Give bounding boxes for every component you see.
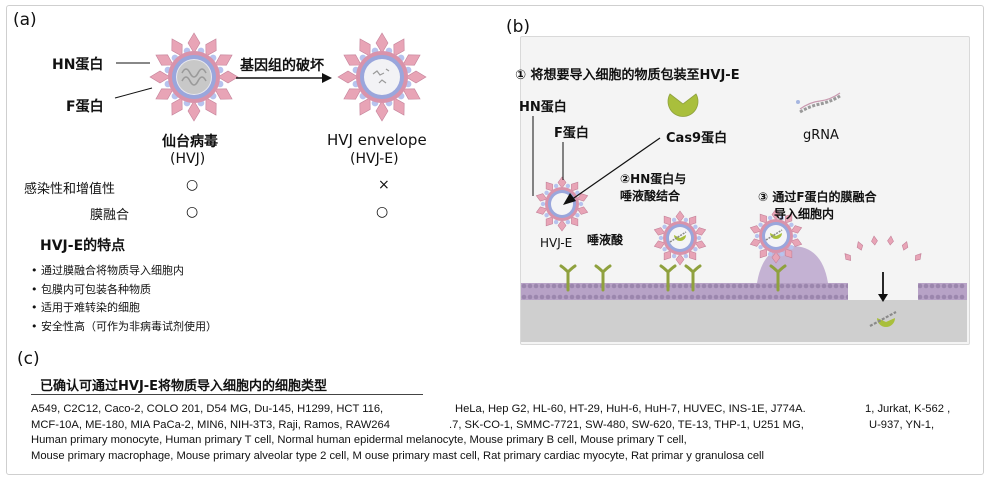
delivered-cargo-icon (869, 311, 897, 327)
panel-a-letter: (a) (13, 10, 37, 30)
envelope-abbr: (HVJ-E) (350, 151, 399, 167)
cell-list-line: A549, C2C12, Caco-2, COLO 201, D54 MG, D… (31, 403, 951, 415)
cas9-pointer-line (570, 137, 661, 201)
f-protein-label-b: F蛋白 (554, 126, 589, 141)
virus-name: 仙台病毒 (162, 134, 218, 150)
grna-icon (796, 92, 841, 114)
f-leader-line (114, 87, 153, 99)
cell-type-list: A549, C2C12, Caco-2, COLO 201, D54 MG, D… (31, 402, 966, 464)
envelope-spikes-on-membrane (844, 235, 922, 261)
cell-list-line: Mouse primary macrophage, Mouse primary … (31, 449, 765, 462)
panel-c-title: 已确认可通过HVJ-E将物质导入细胞内的细胞类型 (40, 379, 328, 394)
hvj-envelope-icon (337, 32, 427, 122)
infectivity-row-label: 感染性和增值性 (24, 182, 116, 197)
fusion-row-label: 膜融合 (90, 208, 130, 223)
genome-destruction-label: 基因组的破坏 (240, 58, 324, 74)
cell-cytoplasm (521, 300, 967, 342)
cell-list-line: Human primary monocyte, Human primary T … (31, 434, 687, 446)
virus-abbr: (HVJ) (170, 151, 206, 167)
f-protein-label: F蛋白 (66, 99, 104, 115)
feature-item: • 包膜内可包装各种物质 (31, 282, 151, 296)
panel-c-letter: (c) (17, 349, 40, 369)
cas9-label: Cas9蛋白 (666, 131, 728, 146)
arrow-head-icon (322, 73, 332, 83)
cell-list-line: MCF-10A, ME-180, MIA PaCa-2, MIN6, NIH-3… (31, 418, 935, 431)
hvj-e-fusing-particle (749, 208, 803, 264)
features-list: • 通过膜融合将物质导入细胞内 • 包膜内可包装各种物质 • 适用于难转染的细胞… (31, 262, 217, 336)
hn-protein-label-b: HN蛋白 (519, 100, 567, 115)
envelope-name: HVJ envelope (327, 131, 427, 149)
figure-frame (6, 5, 984, 475)
down-arrow-head-icon (878, 294, 888, 302)
hvj-e-particle (535, 176, 589, 232)
feature-item: • 适用于难转染的细胞 (31, 301, 140, 314)
panel-a-diagram (114, 32, 427, 122)
panel-b-letter: (b) (506, 17, 531, 37)
infectivity-envelope-value: × (378, 177, 390, 193)
hvj-e-bound-particle (653, 210, 707, 266)
feature-item: • 安全性高（可作为非病毒试剂使用） (31, 319, 217, 333)
step2-label: ②HN蛋白与 唾液酸结合 (620, 172, 687, 203)
feature-item: • 通过膜融合将物质导入细胞内 (31, 264, 184, 277)
sialic-acid-label: 唾液酸 (587, 233, 624, 247)
hn-protein-label: HN蛋白 (52, 57, 104, 73)
step3-label: ③ 通过F蛋白的膜融合 导入细胞内 (758, 190, 877, 221)
infectivity-virus-value: ○ (186, 177, 199, 193)
cas9-protein-icon (667, 93, 699, 117)
hvj-virus-icon (149, 32, 239, 122)
cas9-pointer-head-icon (563, 193, 576, 205)
features-title: HVJ-E的特点 (40, 238, 126, 254)
fusion-envelope-value: ○ (376, 204, 389, 220)
grna-label: gRNA (803, 128, 839, 143)
panel-c-title-underline (31, 394, 423, 395)
fusion-bump (757, 246, 828, 283)
hvj-e-label: HVJ-E (540, 236, 573, 250)
step1-label: ① 将想要导入细胞的物质包装至HVJ-E (515, 68, 740, 83)
fusion-virus-value: ○ (186, 204, 199, 220)
